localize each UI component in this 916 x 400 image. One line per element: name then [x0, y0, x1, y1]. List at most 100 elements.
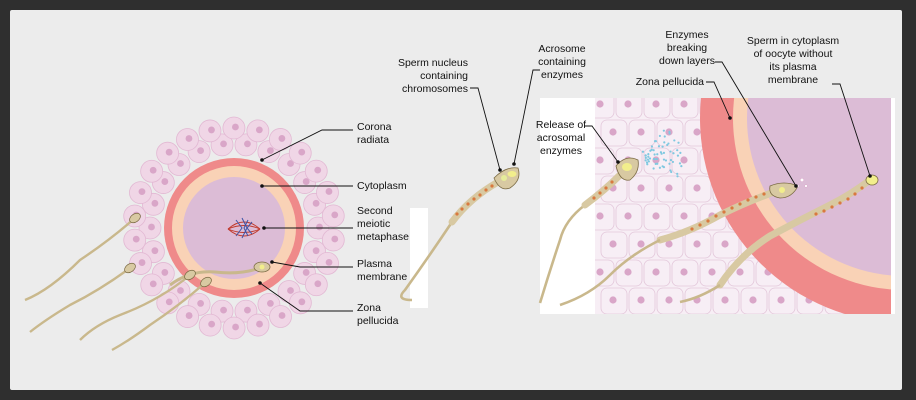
enzyme-particle [645, 161, 649, 164]
zoom-cell [615, 203, 643, 231]
label-zona-pellucida-right: Zona pellucida [636, 76, 704, 88]
corona-cell-nucleus [255, 126, 263, 134]
zoom-cell [656, 231, 684, 259]
corona-cell-nucleus [161, 178, 169, 185]
zoom-cell-nucleus [665, 184, 673, 192]
zoom-cell-nucleus [665, 240, 673, 248]
zoom-cell-nucleus [693, 240, 701, 248]
mitochondrion [455, 212, 459, 216]
zoom-cell-nucleus [624, 268, 632, 276]
enzyme-particle [647, 160, 650, 163]
corona-cell-nucleus [312, 199, 320, 207]
zoom-cell-nucleus [637, 296, 645, 304]
zoom-cell-nucleus [652, 156, 660, 164]
corona-cell-nucleus [149, 280, 157, 288]
releasing-sperm [538, 129, 683, 304]
corona-cell-nucleus [325, 258, 333, 266]
enzyme-particle [652, 157, 656, 161]
zoom-cell [600, 231, 628, 259]
corona-cell-nucleus [151, 199, 159, 207]
corona-radiata-cells [123, 116, 345, 340]
mitochondrion [598, 191, 602, 195]
acrosome [507, 171, 517, 177]
enzyme-particle [676, 175, 679, 178]
zoom-cell [628, 119, 656, 147]
zoom-cell [684, 231, 712, 259]
enzyme-particle [678, 162, 682, 165]
zoom-cell-nucleus [721, 296, 729, 304]
corona-cell-nucleus [298, 298, 306, 306]
enzyme-particle [668, 162, 671, 165]
zoom-cell [595, 203, 615, 231]
zoom-cell-nucleus [637, 184, 645, 192]
mitochondrion [730, 206, 734, 210]
enzyme-particle [664, 159, 668, 162]
zoom-cell-nucleus [680, 156, 688, 164]
corona-cell-nucleus [161, 269, 169, 276]
corona-cell-nucleus [314, 280, 322, 288]
zoom-cell-nucleus [596, 156, 604, 164]
corona-cell-nucleus [185, 312, 193, 319]
zoom-cell-nucleus [652, 100, 660, 108]
zona-sperm [559, 177, 808, 307]
corona-cell-nucleus [287, 287, 294, 294]
mitochondrion [592, 196, 596, 200]
zoom-cell [656, 175, 684, 203]
enzyme-particle [644, 156, 647, 159]
zoom-oocyte-cytoplasm [747, 98, 891, 276]
mitochondrion [484, 188, 488, 192]
zoom-cell-nucleus [708, 268, 716, 276]
mitochondrion [853, 192, 857, 196]
corona-cell-nucleus [298, 148, 306, 156]
enzyme-particle [652, 167, 655, 170]
zoom-cell-nucleus [721, 240, 729, 248]
corona-cell-nucleus [232, 123, 239, 131]
releasing-sperm-mitochondria [592, 180, 614, 200]
meiotic-spindle [227, 217, 261, 239]
corona-cell-nucleus [302, 178, 310, 185]
corona-cell-nucleus [138, 259, 146, 266]
corona-cell-nucleus [331, 211, 339, 219]
mitochondrion [860, 186, 864, 190]
enzyme-particle [658, 166, 662, 169]
enzyme-particle [671, 160, 675, 164]
enzyme-particle [672, 152, 675, 155]
mitochondrion [706, 219, 710, 223]
enzyme-particle [666, 143, 669, 147]
enzyme-particle [657, 145, 661, 148]
zoom-cell [712, 231, 740, 259]
corona-cell-nucleus [197, 147, 205, 154]
enzyme-particle [650, 145, 654, 148]
corona-cell-nucleus [177, 160, 184, 167]
enzyme-particle [669, 158, 673, 162]
enzyme-particle [663, 135, 666, 138]
enzyme-particle [644, 154, 647, 157]
zoom-cell-nucleus [693, 184, 701, 192]
corona-cell-nucleus [278, 312, 286, 319]
mitochondrion [490, 184, 494, 188]
enzyme-particle [662, 151, 666, 155]
enzyme-particle [668, 130, 671, 133]
zoom-cell [595, 98, 615, 119]
zoom-cell-nucleus [637, 128, 645, 136]
mitochondrion [846, 197, 850, 201]
zoom-cell-nucleus [736, 268, 744, 276]
mitochondrion [738, 202, 742, 206]
corona-cell-nucleus [148, 223, 155, 231]
sperm-tail [111, 281, 207, 352]
corona-cell-nucleus [266, 147, 274, 154]
zoom-cell [615, 98, 643, 119]
zona-sperm-mitochondria [690, 192, 766, 231]
cytoplasm-sperm [679, 174, 879, 304]
corona-cell-nucleus [165, 298, 173, 306]
zoom-cell-nucleus [624, 100, 632, 108]
corona-cell-nucleus [278, 135, 286, 142]
mitochondrion [746, 198, 750, 202]
enzyme-particle [677, 141, 680, 144]
enzyme-particle [658, 134, 661, 138]
